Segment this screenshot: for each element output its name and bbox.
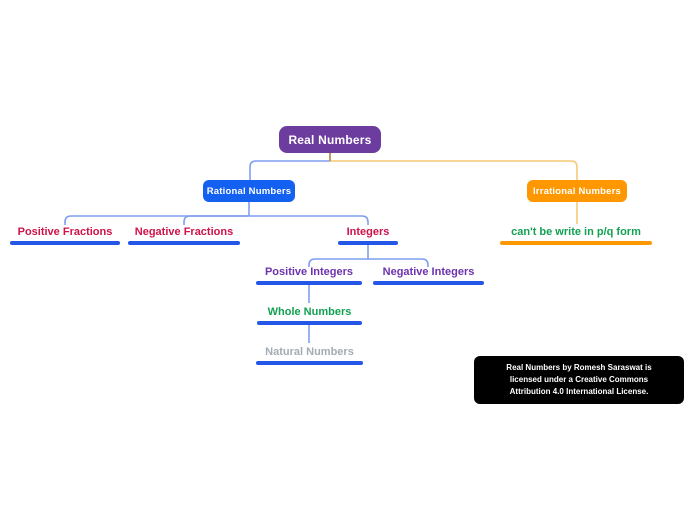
underline-positive-fractions	[10, 241, 120, 245]
license-line-2: licensed under a Creative Commons	[509, 375, 649, 384]
underline-integers	[338, 241, 398, 245]
connector-root-rational	[249, 160, 330, 180]
underline-positive-integers	[256, 281, 362, 285]
node-whole-numbers[interactable]: Whole Numbers	[267, 306, 352, 318]
underline-natural-numbers	[256, 361, 363, 365]
underline-whole-numbers	[257, 321, 362, 325]
node-rational-numbers-label: Rational Numbers	[206, 185, 292, 197]
node-natural-numbers[interactable]: Natural Numbers	[265, 346, 354, 358]
license-line-1: Real Numbers by Romesh Saraswat is	[506, 363, 652, 372]
underline-negative-fractions	[128, 241, 240, 245]
underline-cant-be-write-pq	[500, 241, 652, 245]
node-cant-be-write-pq[interactable]: can't be write in p/q form	[511, 226, 641, 238]
node-positive-fractions[interactable]: Positive Fractions	[17, 226, 113, 238]
node-irrational-numbers[interactable]: Irrational Numbers	[527, 180, 627, 202]
connector-rational-integers	[249, 215, 369, 225]
license-line-3: Attribution 4.0 International License.	[509, 387, 649, 396]
node-real-numbers-label: Real Numbers	[288, 132, 372, 147]
node-negative-fractions[interactable]: Negative Fractions	[134, 226, 234, 238]
connector-rational-positive-fractions	[64, 215, 249, 225]
node-positive-integers[interactable]: Positive Integers	[264, 266, 354, 278]
connector-root-irrational	[330, 160, 578, 180]
underline-negative-integers	[373, 281, 484, 285]
license-attribution-box: Real Numbers by Romesh Saraswat is licen…	[474, 356, 684, 404]
connector-integers-negative-integers	[368, 258, 429, 267]
node-irrational-numbers-label: Irrational Numbers	[532, 185, 622, 197]
connector-rational-negative-fractions	[183, 215, 249, 225]
node-rational-numbers[interactable]: Rational Numbers	[203, 180, 295, 202]
node-integers[interactable]: Integers	[346, 226, 390, 238]
connector-integers-positive-integers	[308, 258, 368, 267]
node-real-numbers[interactable]: Real Numbers	[279, 126, 381, 153]
node-negative-integers[interactable]: Negative Integers	[382, 266, 475, 278]
